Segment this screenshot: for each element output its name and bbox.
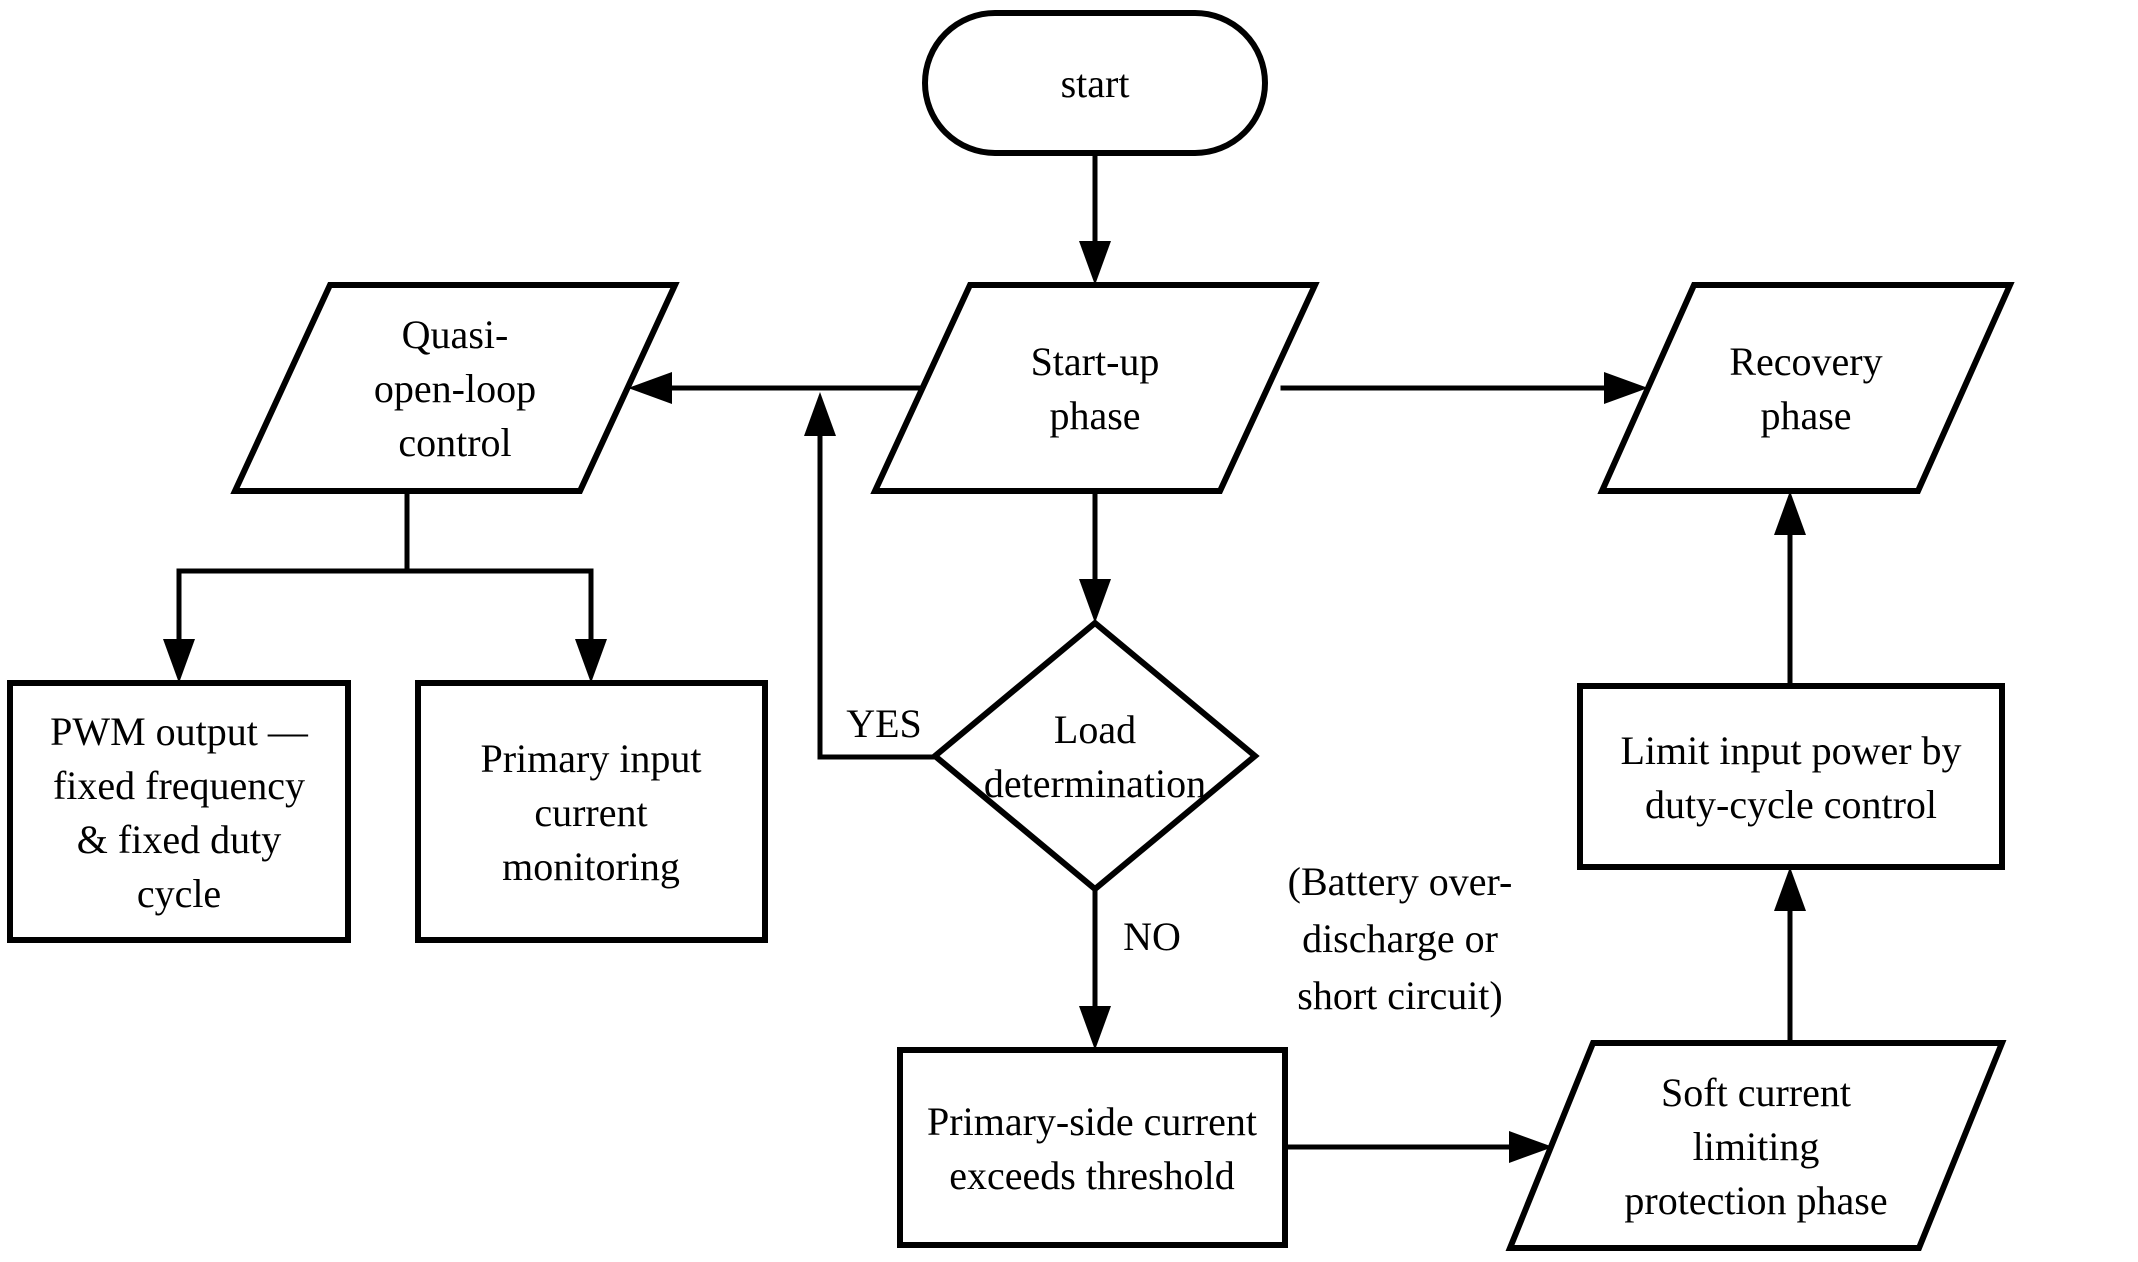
node-label: limiting	[1693, 1124, 1820, 1169]
node-label: duty-cycle control	[1645, 782, 1937, 827]
parallelogram-shape	[870, 282, 1320, 494]
connector-line	[176, 488, 594, 642]
edge-startup-to-load-determination	[1079, 488, 1111, 623]
node-label: phase	[1760, 393, 1851, 438]
arrow-up-icon	[804, 392, 836, 436]
battery-annotation: (Battery over- discharge or short circui…	[1288, 859, 1513, 1018]
parallelogram-shape	[1597, 282, 2015, 494]
arrow-down-icon	[1079, 241, 1111, 285]
node-soft-current-limiting: Soft current limiting protection phase	[1505, 1040, 2007, 1251]
process-shape	[415, 680, 768, 943]
node-label: cycle	[137, 871, 221, 916]
node-label: control	[398, 420, 511, 465]
node-quasi-open-loop-control: Quasi- open-loop control	[230, 282, 680, 494]
edge-primary-side-to-soft-limiting	[1282, 1131, 1553, 1163]
arrow-down-icon	[1079, 1006, 1111, 1050]
edge-yes-feedback	[804, 392, 938, 760]
node-label: PWM output —	[50, 709, 309, 754]
arrow-right-icon	[1509, 1131, 1553, 1163]
node-primary-input-monitoring: Primary input current monitoring	[415, 680, 768, 943]
decision-shape	[930, 619, 1260, 893]
annotation-line: discharge or	[1302, 916, 1498, 961]
process-shape	[897, 1047, 1288, 1248]
node-label: Start-up	[1031, 339, 1160, 384]
yes-edge-label: YES	[846, 701, 922, 746]
node-label: current	[534, 790, 647, 835]
edge-start-to-startup	[1079, 150, 1111, 285]
node-start: start	[922, 10, 1268, 156]
arrow-up-icon	[1774, 867, 1806, 911]
node-label: exceeds threshold	[949, 1153, 1234, 1198]
node-label: Quasi-	[402, 312, 509, 357]
node-label: Limit input power by	[1620, 728, 1961, 773]
node-label: Load	[1054, 707, 1136, 752]
arrow-down-icon	[1079, 579, 1111, 623]
no-edge-label: NO	[1123, 914, 1181, 959]
parallelogram-shape	[1505, 1040, 2007, 1251]
process-shape	[1577, 683, 2005, 870]
arrow-right-icon	[1604, 372, 1648, 404]
process-shape	[7, 680, 351, 943]
node-limit-input-power: Limit input power by duty-cycle control	[1577, 683, 2005, 870]
node-label: & fixed duty	[77, 817, 281, 862]
annotation-line: short circuit)	[1297, 973, 1503, 1018]
node-label: open-loop	[374, 366, 536, 411]
terminator-shape	[922, 10, 1268, 156]
node-pwm-output: PWM output — fixed frequency & fixed dut…	[7, 680, 351, 943]
node-label: Recovery	[1729, 339, 1882, 384]
node-recovery-phase: Recovery phase	[1597, 282, 2015, 494]
node-label: Primary-side current	[927, 1099, 1257, 1144]
node-label: Primary input	[480, 736, 701, 781]
parallelogram-shape	[230, 282, 680, 494]
edge-startup-to-quasi	[628, 372, 925, 404]
node-primary-side-current: Primary-side current exceeds threshold	[897, 1047, 1288, 1248]
edge-soft-limiting-to-limit-power	[1774, 867, 1806, 1046]
arrow-up-icon	[1774, 491, 1806, 535]
arrow-left-icon	[628, 372, 672, 404]
node-label: monitoring	[502, 844, 680, 889]
connector-line	[817, 431, 938, 760]
node-label: start	[1061, 61, 1130, 106]
node-load-determination: Load determination	[930, 619, 1260, 893]
node-label: Soft current	[1661, 1070, 1851, 1115]
node-label: phase	[1049, 393, 1140, 438]
node-label: protection phase	[1624, 1178, 1887, 1223]
edge-startup-to-recovery	[1280, 372, 1648, 404]
node-label: fixed frequency	[53, 763, 305, 808]
edge-quasi-to-children	[163, 488, 607, 683]
edge-limit-power-to-recovery	[1774, 491, 1806, 689]
arrow-down-icon	[163, 639, 195, 683]
node-startup-phase: Start-up phase	[870, 282, 1320, 494]
node-label: determination	[984, 761, 1206, 806]
arrow-down-icon	[575, 639, 607, 683]
edge-no-to-primary-side	[1079, 886, 1111, 1050]
annotation-line: (Battery over-	[1288, 859, 1513, 904]
